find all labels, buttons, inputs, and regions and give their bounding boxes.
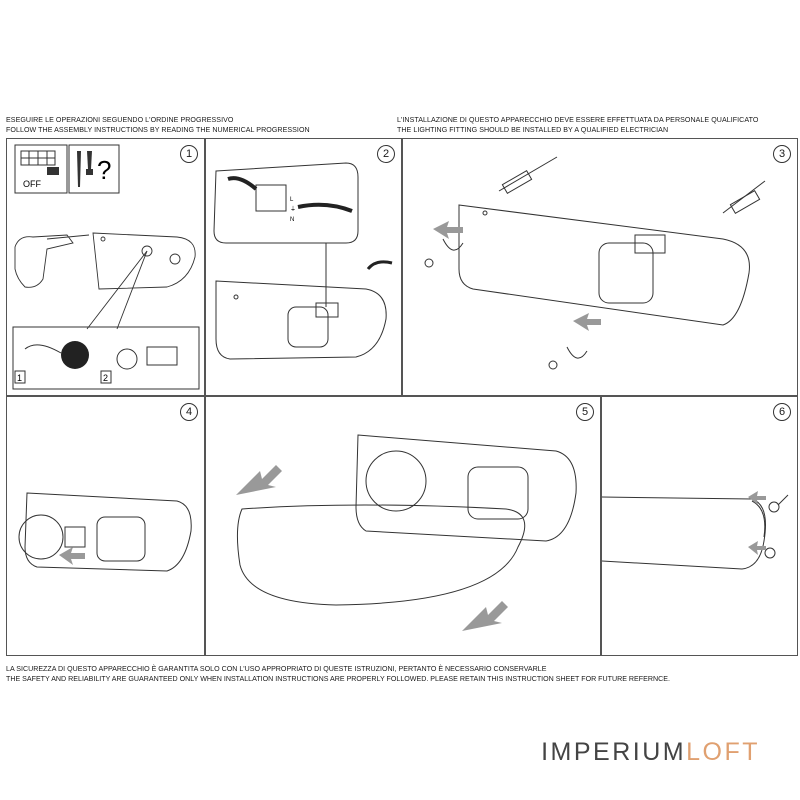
cable-loop-icon: [116, 348, 138, 370]
finished-lamp-shade: [602, 496, 766, 570]
supply-cable: [366, 260, 393, 271]
step-1-illustration: OFF ? 1 2: [12, 144, 200, 390]
breaker-off-icon: [14, 144, 68, 194]
screw-icon: [424, 258, 434, 268]
header-right-italian: L'INSTALLAZIONE DI QUESTO APPARECCHIO DE…: [397, 116, 759, 124]
footer-english: THE SAFETY AND RELIABILITY ARE GUARANTEE…: [6, 674, 670, 683]
install-arrow-icon: [59, 547, 85, 565]
screw-arrow-icon-2: [573, 313, 601, 331]
screw-arrow-icon: [748, 541, 766, 555]
substep-b-label: 2: [103, 373, 108, 383]
lamp-holder: [287, 306, 329, 348]
header-left: ESEGUIRE LE OPERAZIONI SEGUENDO L'ORDINE…: [6, 116, 310, 135]
terminal-block-icon: [146, 346, 178, 366]
step-1-number: 1: [180, 145, 198, 163]
step-3-number: 3: [773, 145, 791, 163]
step-4-panel: 4: [6, 396, 205, 656]
fixing-screw-icon-2: [764, 547, 776, 559]
brand-part-1: IMPERIUM: [541, 738, 687, 766]
wall-plate: [355, 434, 577, 542]
step-4-illustration: [18, 492, 192, 572]
fixing-screw-icon: [768, 501, 780, 513]
wall-plate: [215, 280, 387, 360]
shade-arrow-icon: [236, 465, 282, 495]
step-5-panel: 5: [205, 396, 601, 656]
brand-logo: IMPERIUMLOFT: [541, 738, 760, 767]
wall-plate: [24, 492, 192, 572]
bulb-icon: [365, 450, 427, 512]
header-right: L'INSTALLAZIONE DI QUESTO APPARECCHIO DE…: [397, 116, 758, 135]
wall-plate: [458, 204, 750, 326]
step-4-number: 4: [180, 403, 198, 421]
terminal-block-icon: [255, 184, 287, 212]
footer-note: LA SICUREZZA DI QUESTO APPARECCHIO È GAR…: [6, 665, 670, 685]
step-6-number: 6: [773, 403, 791, 421]
screw-icon-2: [548, 360, 558, 370]
screw-arrow-icon-2: [748, 491, 766, 505]
wire-letter-ground: ⏚: [290, 206, 296, 213]
step-3-illustration: [424, 156, 766, 370]
terminal-block-icon: [634, 234, 666, 254]
step-2-panel: 2 L ⏚ N: [205, 138, 402, 396]
hand-marking-holes-illustration: [14, 232, 196, 290]
step-5-illustration: [236, 434, 577, 631]
screw-arrow-icon: [433, 221, 463, 239]
question-mark: ?: [97, 155, 111, 185]
step-1-detail-box: [12, 326, 200, 390]
header-right-english: THE LIGHTING FITTING SHOULD BE INSTALLED…: [397, 125, 669, 134]
lamp-holder: [467, 466, 529, 520]
substep-a-label: 1: [17, 373, 22, 383]
bulb-icon: [18, 514, 64, 560]
lamp-holder: [96, 516, 146, 562]
wire-letter-l: L: [290, 197, 294, 203]
brand-part-2: LOFT: [686, 738, 760, 766]
off-label: OFF: [23, 179, 41, 189]
footer-italian: LA SICUREZZA DI QUESTO APPARECCHIO È GAR…: [6, 665, 547, 673]
step-2-illustration: L ⏚ N: [213, 162, 393, 360]
step-2-number: 2: [377, 145, 395, 163]
wall-plug-icon-2: [729, 189, 761, 215]
step-5-number: 5: [576, 403, 594, 421]
glass-shade: [236, 504, 526, 606]
step-6-panel: 6: [601, 396, 798, 656]
wiring-detail-bubble: [213, 162, 359, 244]
header-left-italian: ESEGUIRE LE OPERAZIONI SEGUENDO L'ORDINE…: [6, 116, 234, 124]
step-6-illustration: [602, 491, 789, 570]
shade-arrow-icon-2: [462, 601, 508, 631]
lamp-holder: [598, 242, 654, 304]
wire-letter-n: N: [290, 217, 294, 223]
wall-plug-icon: [501, 169, 533, 195]
header-left-english: FOLLOW THE ASSEMBLY INSTRUCTIONS BY READ…: [6, 125, 310, 134]
cable-hole-icon: [61, 341, 89, 369]
step-1-panel: 1 OFF ?: [6, 138, 205, 396]
step-3-panel: 3: [402, 138, 798, 396]
tools-icon: [68, 144, 120, 194]
